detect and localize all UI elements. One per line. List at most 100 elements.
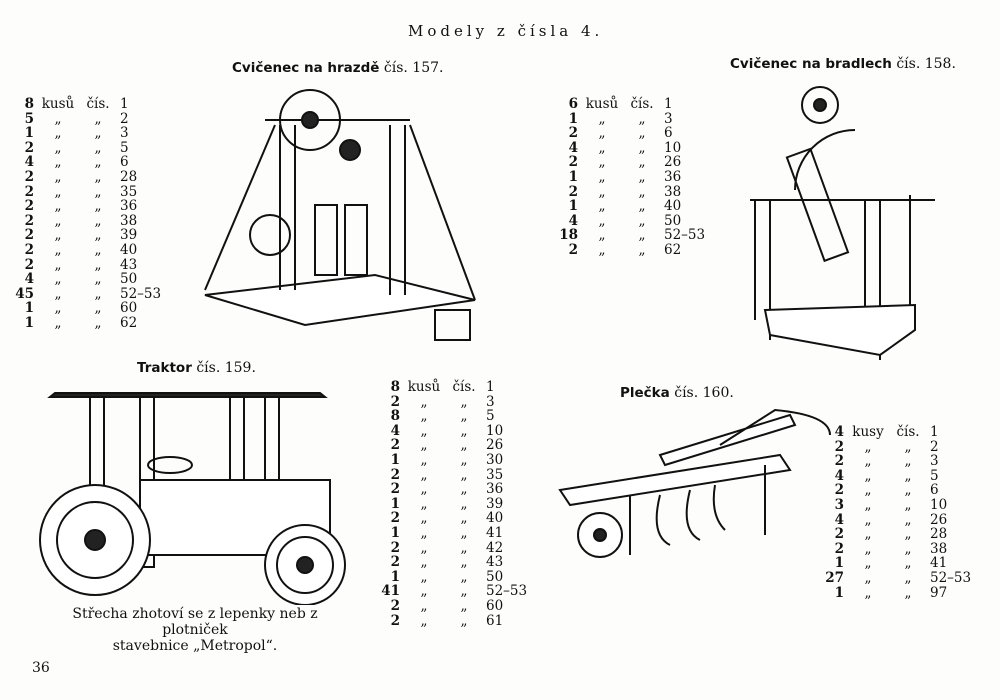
part-quantity: 1	[390, 524, 400, 541]
part-quantity: 2	[390, 466, 400, 483]
part-unit: „	[54, 256, 62, 273]
part-unit: „	[598, 154, 606, 171]
part-number: 28	[930, 526, 948, 543]
part-unit: „	[864, 569, 872, 586]
part-unit: „	[864, 555, 872, 572]
parts-row: 2„„6	[822, 483, 990, 498]
parts-row: 5„„2	[12, 110, 180, 127]
parts-row: 4„„10	[556, 141, 724, 156]
part-number-label: „	[460, 481, 468, 498]
part-number: 26	[486, 437, 504, 454]
part-number-label: „	[638, 241, 646, 258]
part-number-label: „	[904, 555, 912, 572]
part-quantity: 2	[568, 154, 578, 171]
part-number-label: „	[460, 524, 468, 541]
part-quantity: 2	[834, 438, 844, 455]
parts-row: 2„„6	[556, 126, 724, 141]
part-unit: „	[598, 212, 606, 229]
part-number: 62	[664, 241, 682, 258]
part-number-label: „	[904, 526, 912, 543]
parts-row: 45„„52–53	[12, 287, 180, 302]
part-number-label: „	[460, 466, 468, 483]
part-unit: „	[54, 212, 62, 229]
part-number: 36	[120, 198, 138, 215]
part-quantity: 2	[568, 183, 578, 200]
part-number: 10	[664, 139, 682, 156]
part-number: 62	[120, 314, 138, 331]
model-title-160: Plečka čís. 160.	[620, 385, 734, 401]
part-quantity: 2	[390, 554, 400, 571]
part-number-label: „	[638, 198, 646, 215]
caption-line: Střecha zhotoví se z lepenky neb z plotn…	[72, 606, 318, 638]
part-number-label: „	[460, 510, 468, 527]
part-number-label: „	[460, 422, 468, 439]
part-number-label: „	[460, 597, 468, 614]
part-number-label: „	[460, 393, 468, 410]
part-number: 50	[120, 271, 138, 288]
parts-row: 1„„36	[556, 170, 724, 185]
part-number-label: „	[460, 437, 468, 454]
part-unit: „	[420, 568, 428, 585]
part-number: 52–53	[664, 227, 706, 244]
part-number: 40	[120, 241, 138, 258]
part-quantity: 4	[390, 422, 400, 439]
part-number-label: „	[460, 451, 468, 468]
part-number: 41	[486, 524, 504, 541]
part-number-label: „	[460, 539, 468, 556]
part-number: 2	[930, 438, 939, 455]
parts-row: 2„„60	[378, 599, 546, 614]
part-number-label: „	[94, 139, 102, 156]
part-unit: „	[54, 154, 62, 171]
part-number-label: „	[638, 212, 646, 229]
part-number-label: „	[638, 110, 646, 127]
parts-row: 2„„61	[378, 612, 546, 629]
part-number-label: „	[94, 241, 102, 258]
part-unit: „	[598, 198, 606, 215]
part-number-label: „	[94, 256, 102, 273]
part-number-label: čís.	[86, 96, 110, 112]
part-unit: „	[54, 139, 62, 156]
part-number: 60	[486, 597, 504, 614]
page-number: 36	[32, 660, 50, 676]
part-number-label: „	[94, 212, 102, 229]
part-number: 52–53	[120, 285, 162, 302]
part-number: 50	[486, 568, 504, 585]
part-number: 40	[664, 198, 682, 215]
part-quantity: 1	[390, 451, 400, 468]
part-quantity: 4	[568, 212, 578, 229]
part-quantity: 4	[834, 467, 844, 484]
part-number-label: „	[94, 168, 102, 185]
part-quantity: 2	[834, 526, 844, 543]
part-number-label: čís.	[452, 379, 476, 395]
part-unit: „	[420, 583, 428, 600]
part-number: 6	[930, 482, 939, 499]
part-number: 39	[486, 495, 504, 512]
part-quantity: 1	[390, 568, 400, 585]
model-title-159: Traktor čís. 159.	[137, 360, 256, 376]
part-unit: kusy	[852, 424, 884, 440]
part-unit: „	[420, 451, 428, 468]
part-quantity: 2	[390, 612, 400, 629]
parts-row: 8„„5	[378, 409, 546, 424]
part-unit: „	[420, 554, 428, 571]
parts-row: 4„„6	[12, 155, 180, 170]
part-unit: „	[864, 511, 872, 528]
part-quantity: 1	[568, 198, 578, 215]
part-number: 97	[930, 584, 948, 601]
part-number: 2	[120, 110, 129, 127]
illustration-cultivator	[558, 408, 831, 558]
part-unit: kusů	[585, 96, 619, 112]
part-unit: „	[864, 540, 872, 557]
illustration-gymnast-parallel-bars	[750, 86, 935, 360]
part-quantity: 4	[24, 271, 34, 288]
part-unit: „	[864, 453, 872, 470]
part-quantity: 18	[559, 227, 578, 244]
part-unit: „	[864, 496, 872, 513]
part-quantity: 1	[24, 314, 34, 331]
part-number: 36	[486, 481, 504, 498]
part-quantity: 2	[390, 481, 400, 498]
